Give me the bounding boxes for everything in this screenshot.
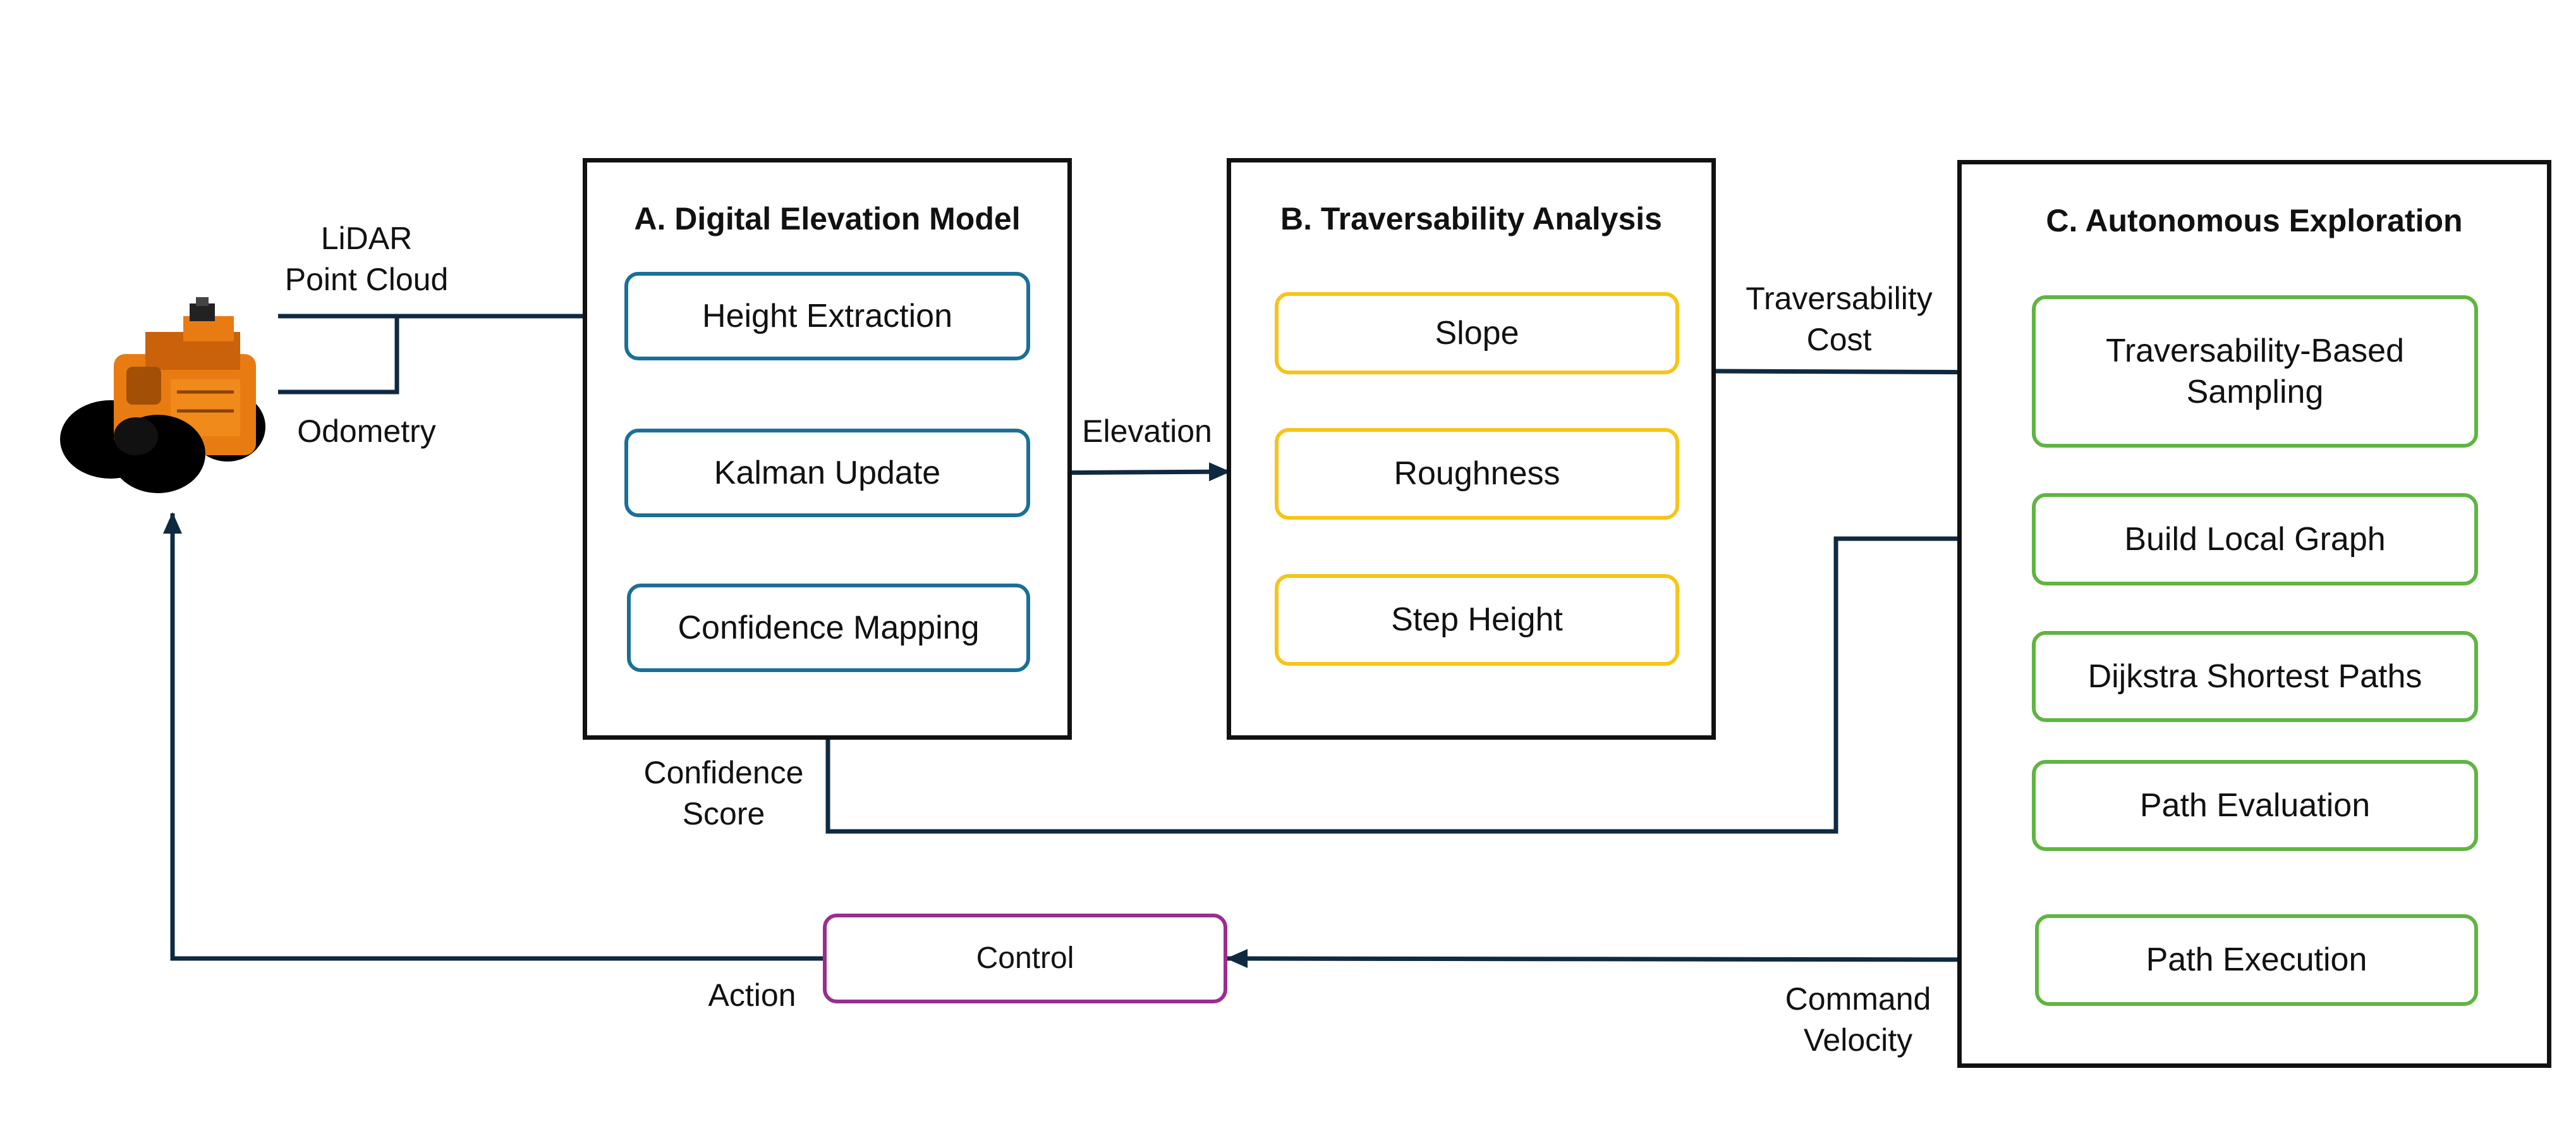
panel-b-title: B. Traversability Analysis (1280, 201, 1662, 236)
confidence-mapping-node: Confidence Mapping (627, 584, 1030, 672)
traversability-cost-label: Traversability Cost (1746, 281, 1933, 357)
kalman-update-node: Kalman Update (624, 429, 1030, 517)
confidence-connector (825, 529, 2033, 834)
panel-a-title: A. Digital Elevation Model (634, 201, 1021, 236)
command-velocity-connector (1226, 949, 2036, 969)
step-height-node: Step Height (1275, 574, 1679, 666)
action-connector (163, 512, 823, 961)
panel-c-title: C. Autonomous Exploration (2046, 203, 2463, 238)
slope-node: Slope (1275, 292, 1679, 374)
traversability-sampling-node: Traversability-Based Sampling (2032, 295, 2478, 448)
action-label: Action (708, 977, 796, 1013)
roughness-node: Roughness (1275, 428, 1679, 520)
odometry-label: Odometry (297, 413, 436, 449)
command-velocity-label: Command Velocity (1785, 981, 1931, 1058)
elevation-label: Elevation (1082, 413, 1212, 449)
dijkstra-node: Dijkstra Shortest Paths (2032, 631, 2478, 722)
confidence-score-label: Confidence Score (643, 755, 804, 831)
build-local-graph-node: Build Local Graph (2032, 493, 2478, 585)
odometry-connector (278, 316, 399, 395)
path-execution-node: Path Execution (2035, 914, 2478, 1006)
robot-icon (60, 297, 265, 493)
height-extraction-node: Height Extraction (624, 272, 1030, 360)
path-evaluation-node: Path Evaluation (2032, 760, 2478, 851)
lidar-label: LiDAR Point Cloud (284, 221, 449, 297)
control-node: Control (823, 914, 1227, 1003)
